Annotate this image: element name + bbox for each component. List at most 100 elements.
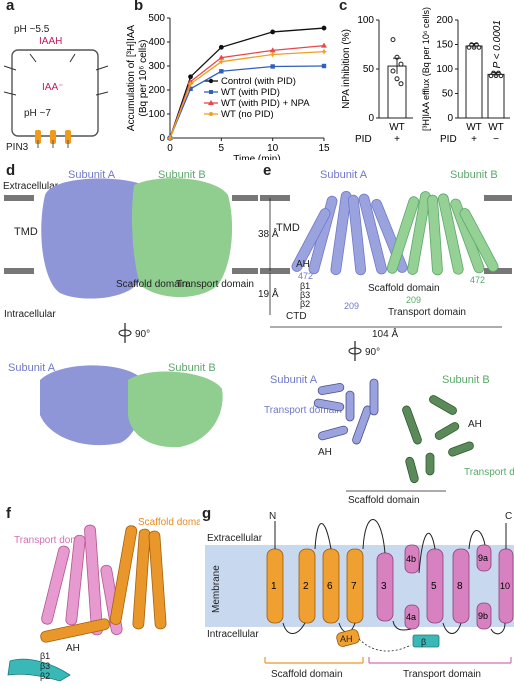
- intracellular-label: Intracellular: [4, 309, 56, 320]
- data-point: [471, 45, 477, 50]
- pid-value: +: [471, 134, 477, 145]
- pin3-label: PIN3: [6, 142, 29, 153]
- category-label: WT: [389, 122, 405, 133]
- y-tick-label: 500: [148, 13, 165, 24]
- subunit-a-helices-top-view: [313, 378, 379, 445]
- data-point: [270, 64, 275, 69]
- y-tick-label: 50: [363, 64, 375, 75]
- iaa-minus-label: IAA⁻: [42, 82, 63, 93]
- n-terminus-label: N: [269, 511, 276, 522]
- subunit-b-label-bottom: Subunit B: [168, 362, 216, 374]
- beta2-label: β2: [40, 671, 50, 681]
- y-axis-label: [³H]IAA efflux (Bq per 10⁶ cells): [421, 7, 431, 131]
- beta-strand-box: [412, 634, 440, 648]
- transport-helix-cylinders: [376, 544, 514, 630]
- ah-label: AH: [66, 643, 80, 654]
- beta3-label: β3: [40, 661, 50, 671]
- pid-value: −: [493, 134, 499, 145]
- helix-10-label: 10: [500, 581, 510, 591]
- panel-d-label: d: [6, 162, 16, 179]
- y-tick-label: 0: [159, 133, 165, 144]
- membrane-bar-bottom-left: [4, 268, 34, 274]
- helix-9b-label: 9b: [478, 611, 488, 621]
- helix-4b-label: 4b: [406, 554, 416, 564]
- transport-domain-a-label: Transport domain: [264, 405, 342, 416]
- ah-label: AH: [340, 634, 353, 644]
- helix-1-label: 1: [271, 581, 277, 592]
- panel-c-label: c: [339, 0, 348, 14]
- ah-label: AH: [296, 259, 310, 270]
- data-point: [496, 70, 501, 76]
- pin3-transporters: [35, 130, 71, 148]
- dimension-104-label: 104 Å: [372, 327, 398, 340]
- ah-helix: [336, 629, 360, 647]
- residue-209-a: 209: [344, 301, 359, 311]
- panel-f-monomer-structure: Transport domain Scaffold domain AH β1 β…: [7, 517, 200, 682]
- residue-472-a: 472: [298, 271, 313, 281]
- membrane-bar-top-left: [260, 195, 290, 201]
- membrane-bar-top-left: [4, 195, 34, 201]
- subunit-b-label: Subunit B: [158, 169, 206, 181]
- legend-entry: Control (with PID): [221, 76, 296, 87]
- p-value-annotation: P < 0.0001: [492, 20, 503, 68]
- legend-marker: [209, 90, 213, 94]
- dimension-38-label: 38 Å: [258, 227, 279, 240]
- scaffold-domain-label: Scaffold domain: [138, 517, 200, 528]
- helix-4a-label: 4a: [406, 612, 416, 622]
- helix-8-label: 8: [457, 581, 463, 592]
- subunit-a-density-bottom: [40, 365, 142, 446]
- helix-9a-label: 9a: [478, 553, 488, 563]
- y-tick-label: 150: [436, 40, 453, 51]
- subunit-b-density: [132, 178, 233, 297]
- rotation-icon: [348, 347, 362, 355]
- panel-g-label: g: [202, 505, 212, 522]
- y-tick-label: 100: [148, 109, 165, 120]
- x-axis-label: Time (min): [233, 154, 280, 160]
- subunit-b-helices: [386, 191, 499, 276]
- subunit-a-label: Subunit A: [320, 169, 368, 181]
- data-point: [394, 54, 400, 60]
- c-terminus-label: C: [505, 511, 512, 522]
- scaffold-domain-label: Scaffold domain: [271, 669, 343, 680]
- influx-arrows: [3, 53, 109, 96]
- extracellular-label: Extracellular: [3, 181, 59, 192]
- y-tick-label: 200: [436, 15, 453, 26]
- y-tick-label: 50: [442, 89, 454, 100]
- data-point: [321, 25, 327, 31]
- panel-a-label: a: [6, 0, 15, 14]
- beta2-label: β2: [300, 299, 310, 309]
- data-point: [218, 54, 225, 60]
- category-label: WT: [466, 122, 482, 133]
- y-tick-label: 0: [447, 113, 453, 124]
- x-tick-label: 15: [318, 143, 330, 154]
- transport-helices: [41, 524, 123, 636]
- tmd-label: TMD: [276, 222, 300, 234]
- data-point: [167, 135, 173, 141]
- membrane-bar-bottom-right: [232, 268, 258, 274]
- bar: [487, 73, 505, 119]
- legend-entry: WT (no PID): [221, 109, 274, 120]
- data-point: [187, 81, 194, 87]
- helix-3-label: 3: [381, 581, 387, 592]
- panel-d-cryoem-map: Subunit A Subunit B Extracellular TMD Sc…: [3, 169, 258, 448]
- scaffold-domain-label: Scaffold domain: [116, 279, 188, 290]
- membrane-bar-top-right: [232, 195, 258, 201]
- x-tick-label: 0: [167, 143, 173, 154]
- transport-domain-label: Transport domain: [388, 307, 466, 318]
- membrane-bar-bottom-left: [260, 268, 290, 274]
- beta1-label: β1: [300, 281, 310, 291]
- transport-domain-b-label: Transport domain: [464, 467, 514, 478]
- beta3-label: β3: [300, 290, 310, 300]
- ctd-label: CTD: [286, 311, 307, 322]
- data-point: [491, 70, 496, 76]
- panel-e-label: e: [263, 162, 272, 179]
- data-point: [321, 63, 327, 69]
- transport-domain-label: Transport domain: [176, 279, 254, 290]
- ah-label-a-bottom: AH: [318, 447, 332, 458]
- subunit-b-density-bottom: [128, 371, 223, 448]
- data-point: [466, 45, 472, 50]
- legend-entry: WT (with PID): [221, 87, 280, 98]
- y-axis-label: NPA inhibition (%): [341, 29, 352, 109]
